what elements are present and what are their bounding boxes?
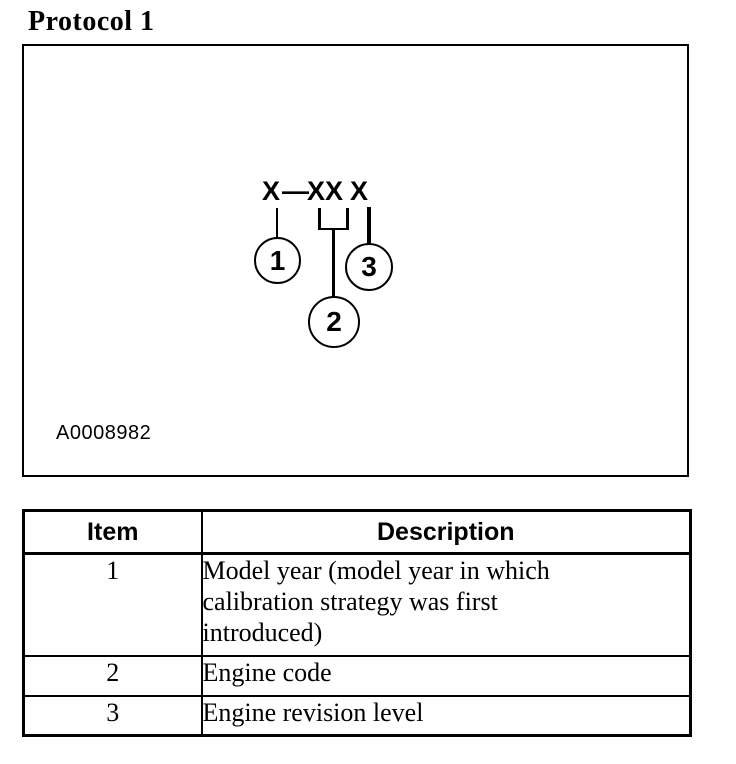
- callout-circle-3: 3: [345, 243, 393, 291]
- table-row: 1 Model year (model year in which calibr…: [22, 552, 692, 657]
- callout-2-bracket-bar: [318, 227, 349, 230]
- description-cell: Engine code: [200, 654, 692, 697]
- callout-3-leader-line: [367, 207, 371, 243]
- callout-2-leader-line: [332, 230, 335, 296]
- callout-1-number: 1: [269, 244, 286, 276]
- items-table: Item Description 1 Model year (model yea…: [22, 509, 692, 737]
- code-first-char: X: [262, 176, 281, 206]
- callout-2-bracket-left: [318, 208, 321, 230]
- item-cell: 2: [22, 654, 203, 697]
- callout-3-number: 3: [361, 251, 377, 282]
- description-text: Engine revision level: [202, 697, 424, 727]
- description-cell: Engine revision level: [200, 694, 692, 737]
- table-header-row: Item Description: [22, 509, 692, 555]
- callout-2-bracket-right: [346, 208, 349, 230]
- code-dash: —: [282, 176, 309, 206]
- item-cell: 1: [22, 552, 203, 657]
- callout-1-leader-line: [276, 208, 278, 238]
- table-row: 2 Engine code: [22, 654, 692, 697]
- figure-id-label: A0008982: [56, 422, 152, 444]
- page-title: Protocol 1: [28, 6, 155, 37]
- table-header-description: Description: [200, 509, 692, 555]
- callout-circle-1: 1: [254, 237, 301, 284]
- code-middle-chars: XX: [307, 176, 344, 206]
- description-cell: Model year (model year in which calibrat…: [200, 552, 692, 657]
- code-last-char: X: [350, 176, 369, 206]
- table-row: 3 Engine revision level: [22, 694, 692, 737]
- callout-2-number: 2: [326, 306, 342, 337]
- code-string: X — XX X: [262, 176, 368, 207]
- description-text: Model year (model year in which calibrat…: [202, 556, 550, 647]
- description-text: Engine code: [202, 657, 332, 687]
- table-header-item: Item: [22, 509, 203, 555]
- figure-panel: X — XX X 1 3 2 A0008982: [22, 44, 689, 477]
- callout-circle-2: 2: [308, 296, 360, 348]
- item-cell: 3: [22, 694, 203, 737]
